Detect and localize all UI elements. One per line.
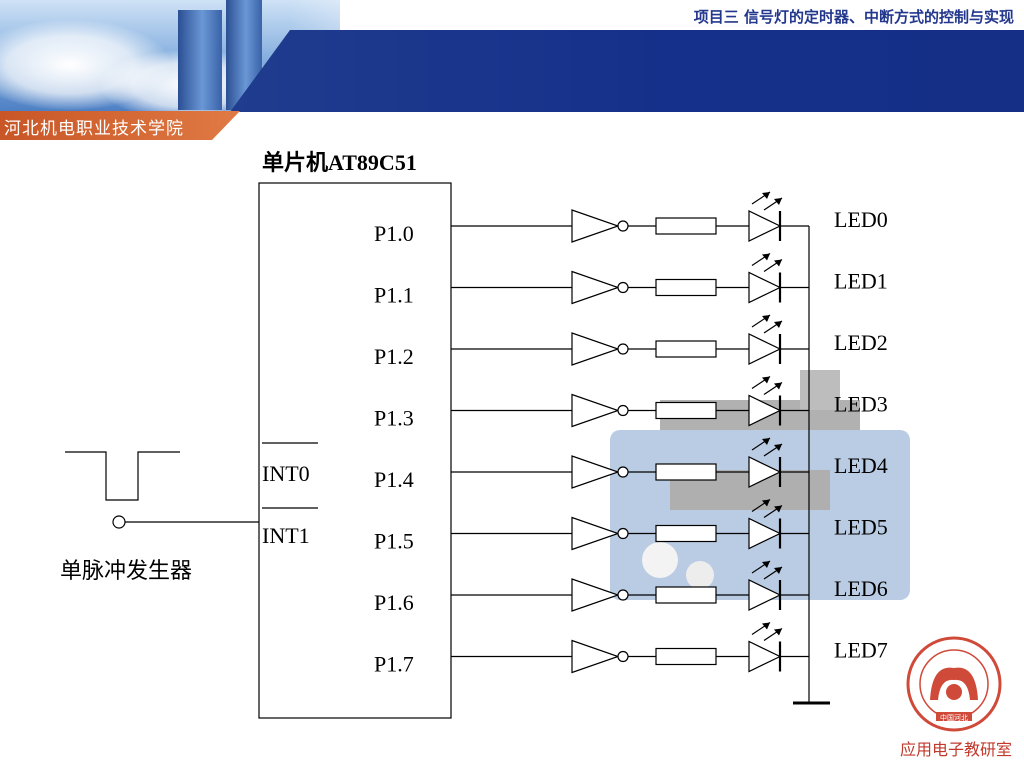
int1-label: INT1 (262, 523, 310, 548)
inverter-gate (571, 270, 620, 305)
led-arrow-head (774, 444, 782, 451)
led-diode (748, 333, 782, 365)
inverter-bubble (617, 220, 629, 232)
inverter-gate (571, 516, 620, 551)
led-arrow-head (762, 561, 770, 568)
resistor (655, 524, 717, 543)
led-diode (748, 640, 782, 673)
mcu-label: 单片机AT89C51 (262, 150, 417, 175)
pin-label: P1.2 (374, 344, 414, 369)
header-strip (290, 0, 1024, 30)
header-banner (230, 30, 1024, 112)
led-label: LED6 (834, 576, 888, 601)
inverter-bubble (617, 281, 629, 294)
pin-label: P1.0 (374, 221, 414, 246)
led-label: LED1 (834, 269, 888, 294)
led-diode (748, 394, 782, 427)
inverter-bubble (617, 527, 629, 540)
led-arrow-head (762, 622, 770, 630)
board-chip (800, 370, 840, 410)
inverter-bubble (617, 343, 629, 355)
inverter-bubble (617, 589, 629, 601)
pulse-label: 单脉冲发生器 (60, 558, 192, 583)
school-name: 河北机电职业技术学院 (4, 119, 184, 139)
inverter-gate (571, 393, 620, 428)
led-arrow-head (762, 192, 770, 199)
school-seal-icon: 中国河北 (906, 636, 1002, 732)
inverter-bubble (617, 466, 629, 478)
board-capacitor (686, 561, 714, 589)
slide-title: 项目三 信号灯的定时器、中断方式的控制与实现 (693, 8, 1014, 26)
pin-label: P1.5 (374, 529, 414, 554)
led-arrow-head (774, 505, 782, 513)
led-label: LED5 (834, 515, 888, 540)
banner-sky (0, 0, 340, 120)
led-arrow-head (774, 198, 782, 205)
led-diode (748, 210, 782, 242)
led-arrow-head (762, 315, 770, 322)
resistor (655, 647, 717, 666)
led-arrow-head (762, 376, 770, 384)
led-label: LED4 (834, 453, 888, 478)
int0-label: INT0 (262, 461, 310, 486)
led-arrow-head (774, 259, 782, 267)
footer-label: 应用电子教研室 (899, 740, 1012, 759)
inverter-gate (571, 578, 620, 612)
pin-label: P1.7 (374, 652, 414, 677)
led-diode (748, 456, 782, 488)
seal-text: 中国河北 (940, 713, 968, 722)
led-diode (748, 517, 782, 550)
inverter-bubble (617, 404, 629, 417)
resistor (655, 586, 717, 604)
school-band (0, 111, 240, 140)
pin-label: P1.6 (374, 590, 414, 615)
inverter-gate (571, 209, 620, 243)
led-arrow-head (774, 628, 782, 636)
pin-label: P1.1 (374, 283, 414, 308)
inverter-gate (571, 332, 620, 366)
led-label: LED0 (834, 207, 888, 232)
inverter-gate (571, 639, 620, 674)
led-arrow-head (774, 321, 782, 328)
board-capacitor (642, 542, 678, 578)
led-diode (748, 271, 782, 304)
led-arrow-head (762, 499, 770, 507)
inverter-bubble (617, 650, 629, 663)
pulse-waveform (65, 451, 180, 501)
inverter-gate (571, 455, 620, 489)
led-arrow-head (774, 567, 782, 574)
led-diode (748, 579, 782, 611)
pin-label: P1.3 (374, 406, 414, 431)
led-label: LED2 (834, 330, 888, 355)
resistor (655, 278, 717, 297)
resistor (655, 401, 717, 420)
led-arrow-head (774, 382, 782, 390)
mcu-box (258, 182, 452, 719)
led-label: LED3 (834, 392, 888, 417)
banner-building (178, 10, 222, 110)
led-label: LED7 (834, 638, 888, 663)
resistor (655, 340, 717, 358)
resistor (655, 463, 717, 481)
led-arrow-head (762, 438, 770, 445)
pin-label: P1.4 (374, 467, 414, 492)
led-arrow-head (762, 253, 770, 261)
pulse-terminal (112, 515, 126, 529)
resistor (655, 217, 717, 235)
